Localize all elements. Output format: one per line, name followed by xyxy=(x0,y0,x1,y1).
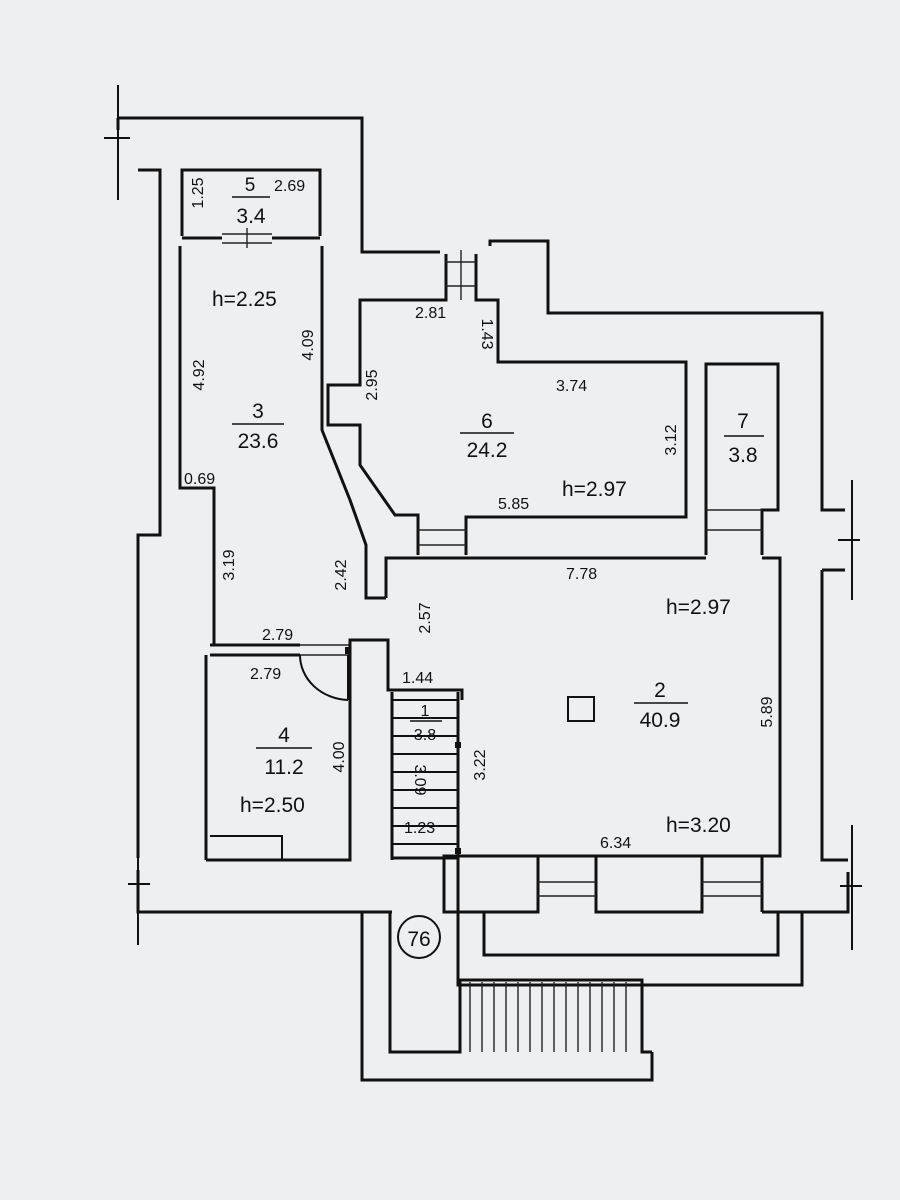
dim-r2-top: 7.78 xyxy=(566,566,597,583)
building-number-circle xyxy=(397,915,441,959)
dim-r3-left-top: 4.92 xyxy=(191,359,208,390)
dim-r6-right: 3.12 xyxy=(663,424,680,455)
room-labels: 5 3.4 3 23.6 6 24.2 7 3.8 2 40.9 1 3.8 4… xyxy=(232,175,764,779)
room-4-height: h=2.50 xyxy=(240,794,305,817)
dim-corr-right: 1.43 xyxy=(478,318,495,349)
dim-r4-top2: 2.79 xyxy=(250,666,281,683)
room-5-number: 5 xyxy=(245,175,256,196)
room-1-area: 3.8 xyxy=(414,727,436,744)
dim-r6-left: 2.95 xyxy=(364,369,381,400)
room-7-area: 3.8 xyxy=(728,444,757,467)
room-3-height: h=2.25 xyxy=(212,288,277,311)
dim-r6-bottom: 5.85 xyxy=(498,496,529,513)
room-3-area: 23.6 xyxy=(238,430,279,453)
stair-treads xyxy=(469,982,627,1052)
room-7 xyxy=(704,362,780,555)
room-4-number: 4 xyxy=(278,724,290,747)
room-6 xyxy=(326,250,688,555)
room-5-area: 3.4 xyxy=(236,205,266,228)
room-3-number: 3 xyxy=(252,400,264,423)
room-2-height-bottom: h=3.20 xyxy=(666,814,731,837)
dim-r2-right: 5.89 xyxy=(759,696,776,727)
dim-r5-left: 1.25 xyxy=(190,177,207,208)
room-5 xyxy=(180,168,322,248)
room-2-height-top: h=2.97 xyxy=(666,596,731,619)
room-4 xyxy=(204,638,358,862)
room-2-number: 2 xyxy=(654,679,666,702)
dim-r3-notch: 0.69 xyxy=(184,471,215,488)
dim-r1-left: 3.09 xyxy=(411,764,428,795)
dim-r2-left: 2.57 xyxy=(417,602,434,633)
room-1 xyxy=(358,638,464,860)
room-4-area: 11.2 xyxy=(264,756,303,779)
dim-r1-bottom: 1.23 xyxy=(404,820,435,837)
dim-r1-right: 3.22 xyxy=(472,749,489,780)
dim-r5-right: 2.69 xyxy=(274,178,305,195)
room-1-number: 1 xyxy=(421,703,430,720)
room-6-area: 24.2 xyxy=(467,439,508,462)
dim-r4-top1: 2.79 xyxy=(262,627,293,644)
room-2 xyxy=(384,529,782,914)
room-6-height: h=2.97 xyxy=(562,478,627,501)
room-3 xyxy=(178,246,386,645)
outer-walls xyxy=(104,85,862,950)
dim-r1-top: 1.44 xyxy=(402,670,433,687)
dim-r2-bottom: 6.34 xyxy=(600,835,631,852)
room-7-number: 7 xyxy=(737,410,749,433)
dim-corr-top: 2.81 xyxy=(415,305,446,322)
dim-r3-right: 4.09 xyxy=(300,329,317,360)
dim-r4-right: 4.00 xyxy=(331,741,348,772)
dimension-labels: 1.25 2.69 4.09 4.92 0.69 3.19 2.42 2.81 … xyxy=(184,177,776,852)
dim-r3-left-bottom: 3.19 xyxy=(221,549,238,580)
room-6-number: 6 xyxy=(481,410,493,433)
height-labels: h=2.25 h=2.97 h=2.97 h=3.20 h=2.50 xyxy=(212,288,731,837)
porch-stairs: 76 xyxy=(360,860,804,1082)
room-2-area: 40.9 xyxy=(640,709,681,732)
dim-r6-top: 3.74 xyxy=(556,378,587,395)
dim-r3-slant: 2.42 xyxy=(333,559,350,590)
building-number: 76 xyxy=(407,928,430,951)
